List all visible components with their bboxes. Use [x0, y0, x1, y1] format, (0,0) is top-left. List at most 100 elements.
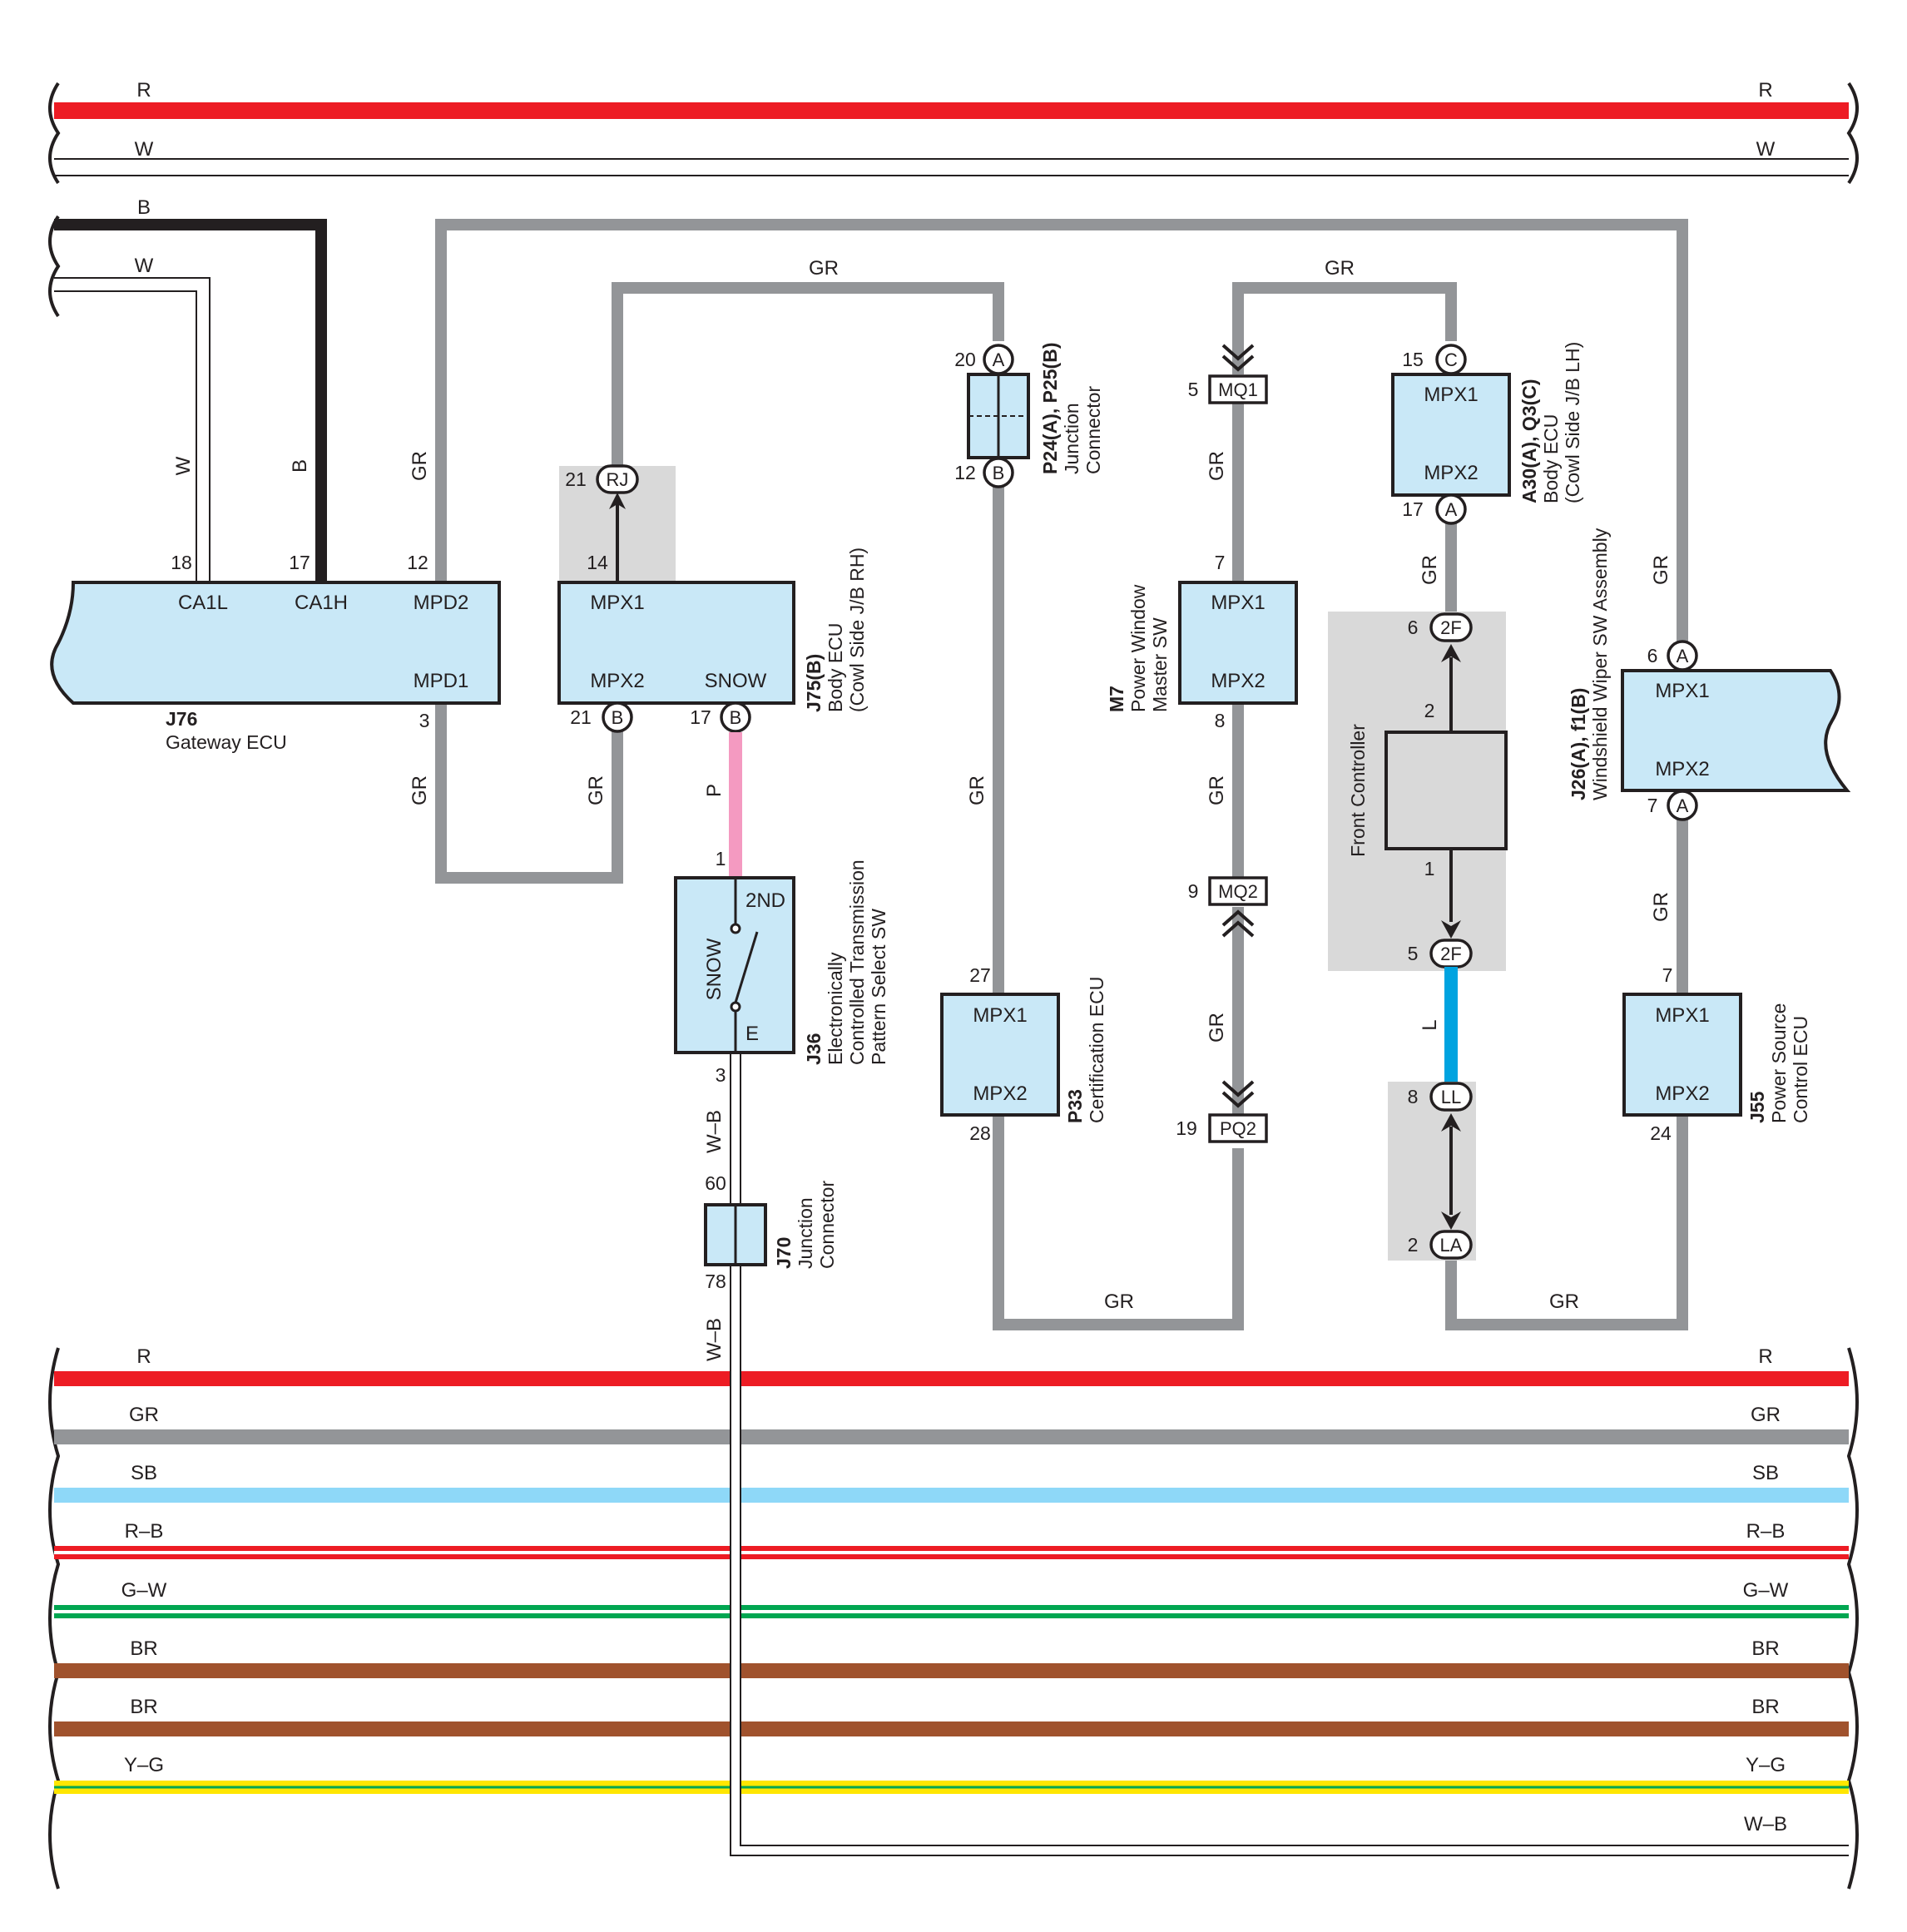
pq2-pin: 19	[1176, 1117, 1197, 1139]
body-lh-box	[1391, 373, 1511, 497]
break-mark-top-left	[48, 82, 61, 185]
rj-up-arrow-icon	[609, 493, 626, 509]
front-controller-down-arrow-icon	[1441, 920, 1461, 939]
body-ecu-rh-term-snow: SNOW	[705, 670, 767, 692]
front-controller: 2F 6 2 Front Controller 1 2F 5	[1328, 612, 1508, 971]
p-wire-label: P	[703, 784, 726, 797]
front-controller-box	[1384, 731, 1508, 850]
branch-w-label: W	[135, 255, 154, 277]
la-pin-2: 2	[1408, 1234, 1419, 1256]
select-sw-pin-3: 3	[716, 1064, 726, 1086]
break-mark-bottom-right	[1846, 1347, 1859, 1890]
pq2-label: PQ2	[1220, 1118, 1256, 1139]
front-controller-conn-bottom-label: 2F	[1440, 944, 1462, 964]
select-sw-code: J36	[803, 1033, 825, 1065]
la-connector-label: LA	[1440, 1235, 1463, 1256]
gr-label-5: GR	[585, 775, 607, 805]
wiper-name: Windshield Wiper SW Assembly	[1589, 528, 1611, 800]
gr-loop-outer	[435, 219, 1688, 649]
wiper-caption: J26(A), f1(B) Windshield Wiper SW Assemb…	[1568, 528, 1611, 800]
front-controller-conn-top	[1429, 612, 1473, 642]
p24-name1: Junction	[1061, 403, 1082, 474]
wiper-code: J26(A), f1(B)	[1568, 688, 1589, 800]
w-vertical-label: W	[172, 456, 195, 475]
gateway-pin-3: 3	[419, 710, 430, 731]
bus-br1-label-right: BR	[1751, 1637, 1779, 1660]
gateway-feeds: W B	[54, 219, 327, 582]
j70-pin-60: 60	[705, 1172, 726, 1194]
ll-pin-8: 8	[1408, 1086, 1419, 1107]
body-ecu-rh-conn-b2-label: B	[730, 707, 742, 728]
gateway-pin-12: 12	[407, 552, 428, 573]
gateway-ecu-box	[50, 581, 501, 705]
body-lh-pin-15: 15	[1402, 349, 1424, 370]
j70-code: J70	[773, 1237, 795, 1269]
bus-rb-label-right: R–B	[1746, 1520, 1786, 1543]
power-source-term-mpx2: MPX2	[1655, 1082, 1709, 1105]
wb-label-upper: W–B	[703, 1110, 726, 1153]
mq1-label: MQ1	[1218, 379, 1258, 400]
la-connector	[1429, 1230, 1473, 1260]
b-vertical-label: B	[289, 459, 311, 473]
wb-wire-lower-a	[730, 1265, 1849, 1856]
front-controller-name: Front Controller	[1347, 724, 1369, 857]
gr-label-10: GR	[1419, 555, 1441, 585]
bus-wb-label-right: W–B	[1744, 1813, 1787, 1835]
window-term-mpx2: MPX2	[1211, 670, 1265, 692]
front-controller-conn-top-label: 2F	[1440, 617, 1462, 638]
gr-wiring: GR GR GR GR GR GR GR GR GR GR GR GR GR G…	[409, 219, 1688, 1330]
body-ecu-rh-conn-b1	[602, 701, 633, 733]
body-ecu-rh-conn-b1-label: B	[612, 707, 624, 728]
gr-label-13: GR	[1104, 1290, 1134, 1313]
p24-name2: Connector	[1082, 386, 1104, 474]
body-ecu-rh-pin-21a: 21	[565, 468, 587, 490]
bus-r-label-left: R	[136, 1345, 151, 1368]
bus-r-label-right: R	[1758, 1345, 1772, 1368]
window-name1: Power Window	[1127, 584, 1149, 712]
select-sw-name1: Electronically	[825, 952, 846, 1065]
cert-pin-28: 28	[969, 1122, 991, 1144]
select-sw-blade	[734, 931, 759, 1003]
cert-term-mpx1: MPX1	[973, 1004, 1027, 1027]
body-lh-conn-a-label: A	[1445, 499, 1458, 520]
gr-body-rh-to-junction	[612, 282, 1004, 466]
w-wire-to-gateway-outer	[54, 277, 211, 582]
w-wire-to-gateway-inner	[54, 290, 197, 582]
power-source-pin-7: 7	[1662, 964, 1673, 986]
power-source-name1: Power Source	[1768, 1003, 1790, 1123]
front-controller-pin-5: 5	[1408, 943, 1419, 964]
wiper-box	[1621, 669, 1851, 792]
cert-caption: P33 Certification ECU	[1064, 977, 1107, 1123]
body-ecu-rh-caption: J75(B) Body ECU (Cowl Side J/B RH)	[803, 547, 868, 712]
wiper-term-mpx1: MPX1	[1655, 680, 1709, 702]
gr-label-2: GR	[1325, 257, 1355, 280]
gateway-term-ca1h: CA1H	[295, 592, 348, 614]
gateway-name: Gateway ECU	[166, 731, 287, 753]
wiper-pin-7: 7	[1647, 795, 1658, 816]
mq1-connector	[1208, 374, 1268, 404]
mq2-pin: 9	[1188, 880, 1199, 902]
p24-caption: P24(A), P25(B) Junction Connector	[1039, 343, 1104, 474]
bus-yg-label-right: Y–G	[1746, 1754, 1786, 1776]
bus-sb-label-right: SB	[1752, 1462, 1779, 1484]
gateway-term-ca1l: CA1L	[178, 592, 228, 614]
wb-crossing	[730, 1365, 741, 1855]
bus-gr-label-left: GR	[129, 1404, 159, 1426]
ll-up-arrow-icon	[1441, 1113, 1461, 1132]
body-lh-name2: (Cowl Side J/B LH)	[1562, 342, 1583, 503]
cert-pin-27: 27	[969, 964, 991, 986]
j70-name1: Junction	[795, 1197, 816, 1269]
gr-label-4: GR	[409, 775, 431, 805]
pq2-connector	[1208, 1113, 1268, 1143]
gateway-term-mpd1: MPD1	[414, 670, 469, 692]
wiper-term-mpx2: MPX2	[1655, 758, 1709, 780]
select-sw-contact-top	[730, 923, 741, 934]
bus-br2-label-left: BR	[130, 1696, 157, 1718]
cert-box	[940, 993, 1060, 1117]
branch-b-label: B	[137, 196, 151, 219]
mq1-chevron-icon	[1221, 344, 1255, 372]
gr-label-11: GR	[1650, 555, 1672, 585]
rj-connector-label: RJ	[607, 469, 629, 490]
gr-label-12: GR	[1650, 892, 1672, 922]
select-sw-name3: Pattern Select SW	[868, 909, 889, 1065]
